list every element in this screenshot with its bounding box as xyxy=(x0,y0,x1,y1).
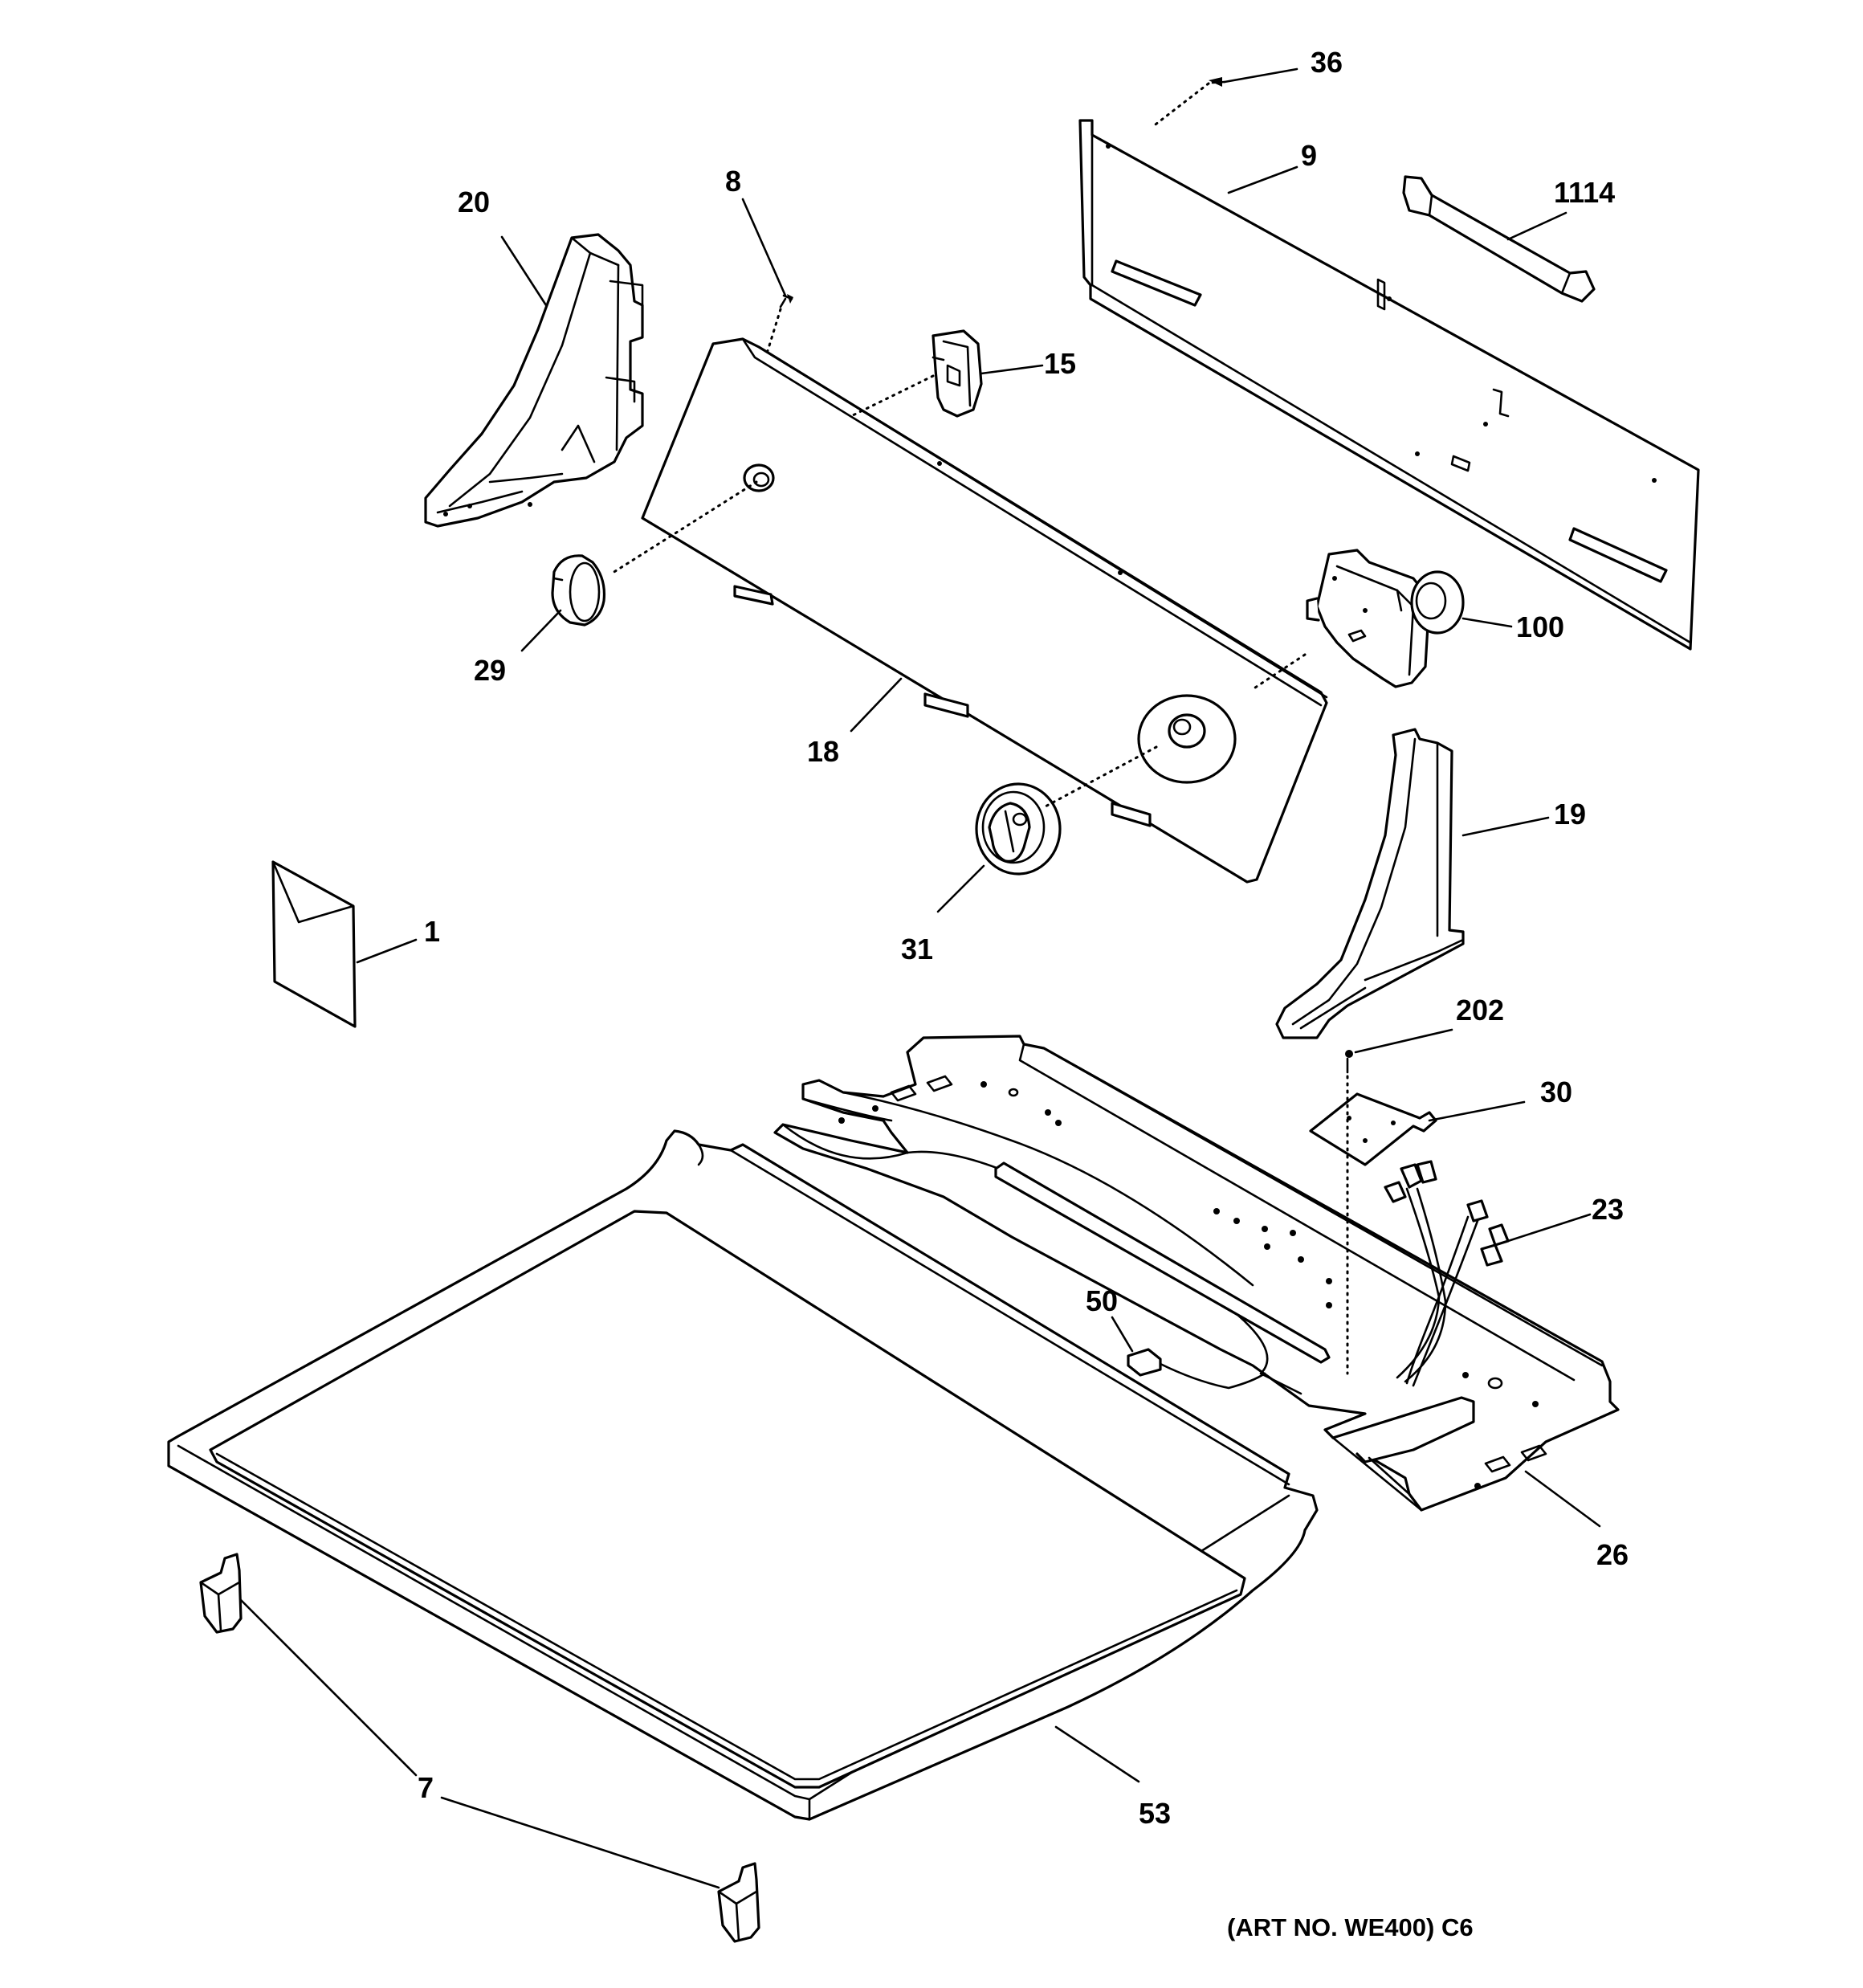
assembly-lines xyxy=(609,82,1349,1375)
part-23-wire-harness xyxy=(1384,1160,1510,1387)
art-number-caption: (ART NO. WE400) C6 xyxy=(1227,1913,1474,1941)
callout-23: 23 xyxy=(1592,1193,1624,1226)
part-7-bumper-right xyxy=(717,1862,760,1943)
callout-9: 9 xyxy=(1301,139,1317,172)
callout-36: 36 xyxy=(1311,46,1343,79)
part-7-bumper-left xyxy=(199,1553,243,1634)
part-36-screw xyxy=(1209,77,1226,87)
part-9-rear-panel xyxy=(1078,119,1700,651)
callout-100: 100 xyxy=(1516,610,1564,643)
callout-15: 15 xyxy=(1044,347,1076,380)
callout-1114: 1114 xyxy=(1554,176,1615,209)
callout-30: 30 xyxy=(1540,1076,1572,1108)
part-15-switch xyxy=(932,329,983,418)
callout-29: 29 xyxy=(474,654,506,687)
part-30-cover-plate xyxy=(1309,1092,1437,1166)
part-29-knob xyxy=(551,554,606,627)
part-8-screw xyxy=(779,294,793,308)
part-50-clip xyxy=(1127,1348,1266,1390)
callout-labels: 36 9 1114 20 8 15 100 29 18 19 1 31 202 … xyxy=(418,46,1629,1830)
callout-8: 8 xyxy=(725,165,741,198)
callout-19: 19 xyxy=(1554,798,1586,831)
part-31-timer-knob xyxy=(975,782,1062,876)
callout-31: 31 xyxy=(901,933,933,965)
callout-1: 1 xyxy=(424,915,440,948)
part-20-left-end-cap xyxy=(424,233,644,528)
callout-7: 7 xyxy=(418,1771,434,1804)
callout-18: 18 xyxy=(807,735,839,768)
part-100-timer xyxy=(1306,549,1465,688)
part-202-screw xyxy=(1345,1050,1353,1074)
callout-202: 202 xyxy=(1456,994,1504,1027)
part-26-base-frame xyxy=(773,1035,1620,1512)
part-53-top-cover xyxy=(167,1129,1319,1821)
callout-50: 50 xyxy=(1086,1284,1118,1317)
part-1-envelope xyxy=(271,860,357,1028)
part-1114-strap xyxy=(1402,175,1596,303)
part-19-right-end-cap xyxy=(1275,728,1465,1039)
callout-53: 53 xyxy=(1139,1797,1171,1830)
leader-lines xyxy=(239,67,1601,1889)
callout-26: 26 xyxy=(1596,1538,1629,1571)
callout-20: 20 xyxy=(458,186,490,218)
